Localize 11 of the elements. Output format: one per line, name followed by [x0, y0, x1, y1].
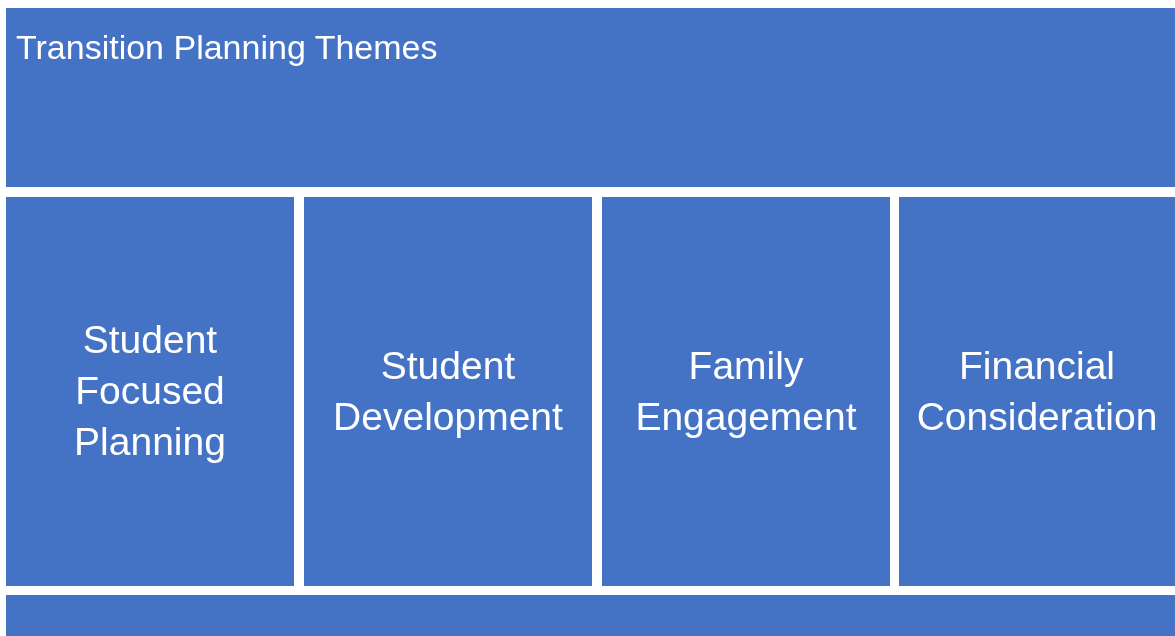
theme-box — [602, 197, 890, 586]
theme-box — [304, 197, 592, 586]
theme-box — [6, 197, 294, 586]
theme-label: Financial Consideration — [915, 342, 1159, 440]
theme-label: Student Focused Planning — [73, 317, 227, 465]
theme-box — [899, 197, 1175, 586]
header-band — [6, 8, 1175, 187]
theme-label: Student Development — [332, 342, 564, 440]
empty-band — [6, 595, 1175, 636]
heading-text: Transition Planning Themes — [16, 28, 438, 67]
theme-label: Family Engagement — [634, 342, 858, 440]
